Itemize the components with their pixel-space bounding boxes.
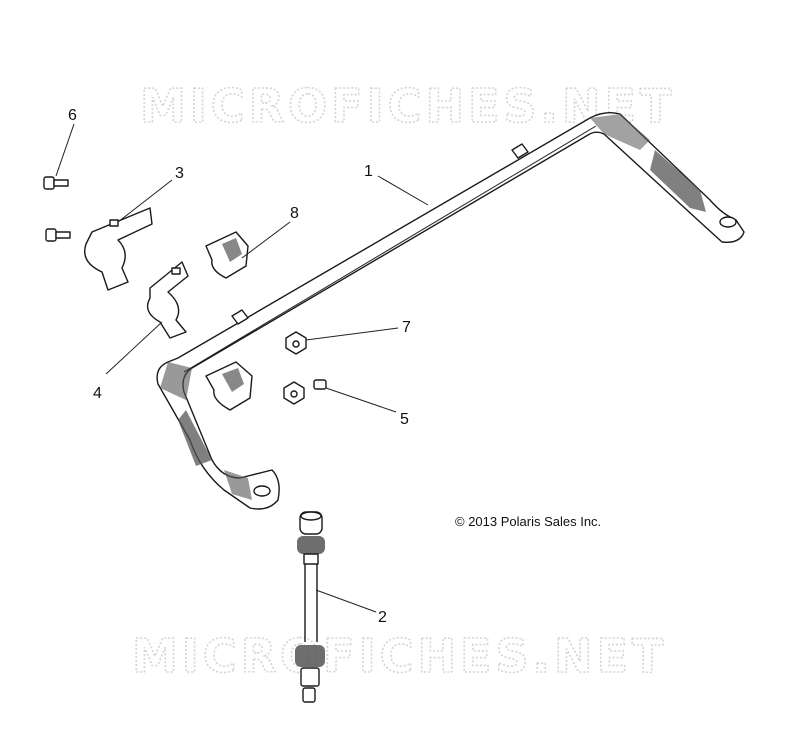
bar-clamp-upper[interactable] — [84, 207, 153, 291]
end-link[interactable] — [295, 511, 325, 703]
leader-lines — [55, 123, 429, 613]
bolts[interactable] — [43, 176, 71, 242]
callout-3: 3 — [175, 165, 184, 182]
copyright-notice: © 2013 Polaris Sales Inc. — [455, 514, 601, 529]
callout-8: 8 — [290, 205, 299, 222]
callout-5: 5 — [400, 411, 409, 428]
callout-6: 6 — [68, 107, 77, 124]
plug[interactable] — [313, 379, 327, 390]
watermark-bottom: MICROFICHES.NET — [132, 629, 667, 683]
bar-clamp-lower[interactable] — [146, 261, 189, 339]
stabilizer-bar[interactable] — [156, 111, 745, 510]
callout-1: 1 — [364, 163, 373, 180]
bushings[interactable] — [205, 231, 253, 411]
callout-2: 2 — [378, 609, 387, 626]
callout-7: 7 — [402, 319, 411, 336]
nuts[interactable] — [283, 331, 307, 405]
callout-4: 4 — [93, 385, 102, 402]
